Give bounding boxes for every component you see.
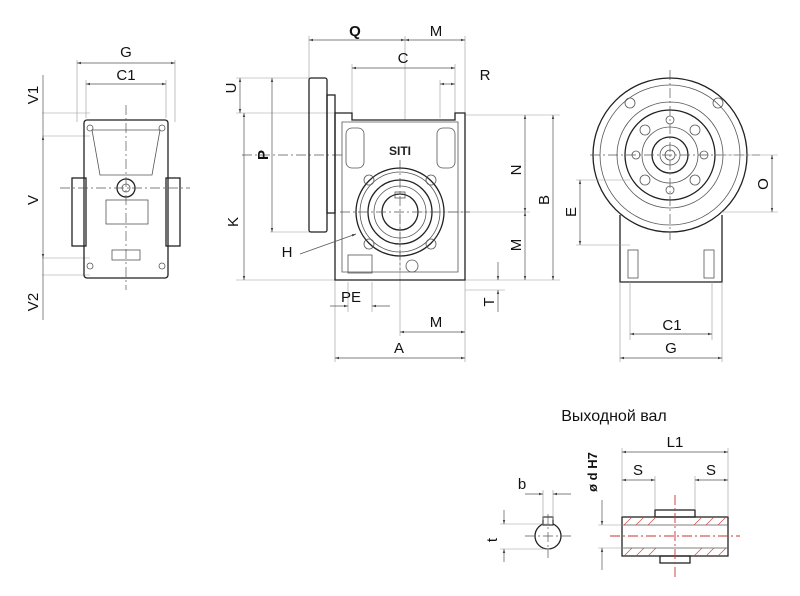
dim-a-label: A	[394, 340, 404, 357]
dim-u-label: U	[223, 83, 240, 94]
dim-c1-right-label: C1	[662, 317, 681, 334]
dim-b-label: B	[536, 195, 553, 205]
output-shaft-detail: Выходной вал b t	[484, 408, 740, 578]
dim-l1-label: L1	[667, 434, 684, 451]
front-view: SITI Q M C R U P K H N B M PE T M A	[223, 23, 560, 362]
flange-view: O E C1 G	[563, 70, 778, 362]
dim-c1-label: C1	[116, 67, 135, 84]
dim-m-right-label: M	[508, 239, 525, 252]
dim-n-label: N	[508, 165, 525, 176]
dim-v1-label: V1	[25, 86, 42, 104]
dim-k-label: K	[225, 217, 242, 227]
dim-c-label: C	[398, 50, 409, 67]
brand-logo: SITI	[389, 144, 411, 158]
dim-e-label: E	[563, 207, 580, 217]
dim-o-label: O	[755, 178, 772, 190]
dim-g-right-label: G	[665, 340, 677, 357]
dim-h-label: H	[282, 244, 293, 261]
dim-m-bottom-label: M	[430, 314, 443, 331]
dim-g-label: G	[120, 44, 132, 61]
dim-p-label: P	[255, 150, 272, 160]
dim-v-label: V	[25, 195, 42, 205]
dim-bore-label: ø d H7	[585, 452, 600, 492]
dim-v2-label: V2	[25, 293, 42, 311]
dim-s-right-label: S	[706, 462, 716, 479]
side-view: G C1 V1 V V2	[25, 44, 190, 320]
dim-m-top-label: M	[430, 23, 443, 40]
dim-q-label: Q	[349, 23, 361, 40]
dim-r-label: R	[480, 67, 491, 84]
dim-pe-label: PE	[341, 289, 361, 306]
dim-t-key-label: t	[484, 537, 501, 542]
detail-title: Выходной вал	[561, 408, 667, 425]
dim-b-key-label: b	[518, 476, 526, 493]
dim-s-left-label: S	[633, 462, 643, 479]
dim-t-label: T	[481, 297, 498, 306]
section-hatching	[623, 516, 727, 557]
